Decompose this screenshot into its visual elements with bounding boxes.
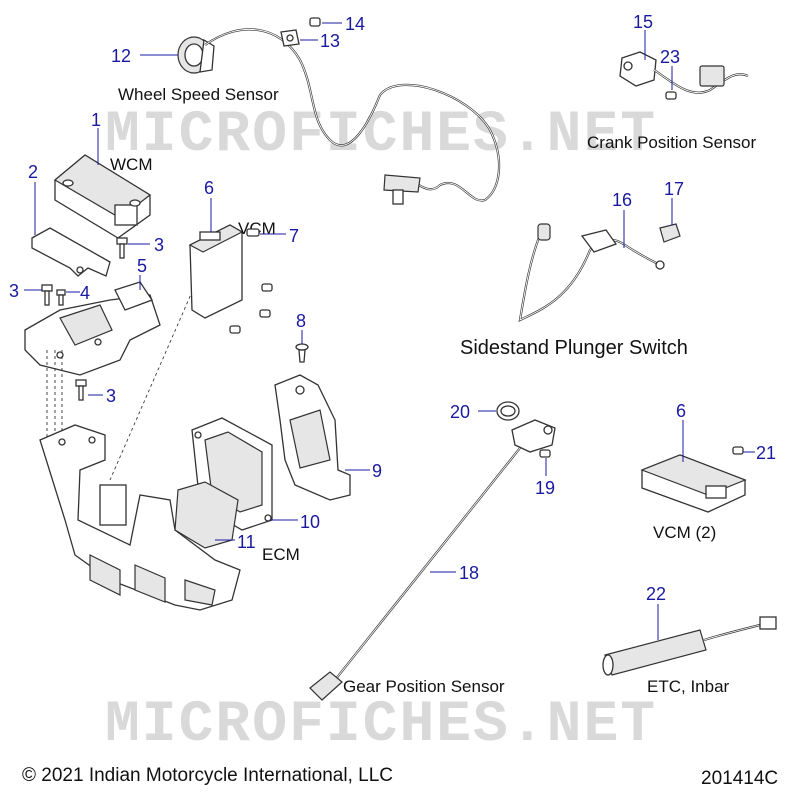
callout-2: 2: [28, 162, 38, 182]
screw-loose-c[interactable]: [229, 325, 241, 334]
screw-loose-a[interactable]: [261, 283, 273, 292]
wcm-module[interactable]: [53, 154, 152, 239]
screw-7[interactable]: [246, 228, 260, 237]
etc-inbar[interactable]: [602, 616, 777, 676]
label-gear-position-sensor: Gear Position Sensor: [343, 677, 505, 696]
callout-20: 20: [450, 402, 470, 422]
clip-13[interactable]: [280, 29, 300, 47]
callout-1: 1: [91, 110, 101, 130]
callout-4: 4: [80, 283, 90, 303]
watermark-bottom: MICROFICHES.NET: [105, 693, 657, 758]
ecm-tray[interactable]: [274, 374, 351, 501]
screw-3-left[interactable]: [41, 284, 53, 306]
callout-3-left: 3: [9, 281, 19, 301]
callout-8: 8: [296, 311, 306, 331]
callout-15: 15: [633, 12, 653, 32]
callout-13: 13: [320, 31, 340, 51]
callout-21: 21: [756, 443, 776, 463]
wcm-bracket[interactable]: [31, 227, 111, 277]
screw-21[interactable]: [732, 446, 744, 455]
screw-loose-b[interactable]: [259, 309, 271, 318]
callout-6-vcm2: 6: [676, 401, 686, 421]
copyright-text: © 2021 Indian Motorcycle International, …: [22, 765, 393, 786]
callout-3-upper: 3: [154, 235, 164, 255]
callout-17: 17: [664, 179, 684, 199]
callout-7: 7: [289, 226, 299, 246]
callout-22: 22: [646, 584, 666, 604]
mounting-bracket-5[interactable]: [24, 281, 161, 376]
callout-16: 16: [612, 190, 632, 210]
screw-4[interactable]: [56, 289, 66, 306]
callout-11: 11: [237, 532, 256, 552]
bolt-14[interactable]: [309, 17, 321, 27]
main-frame-bracket[interactable]: [39, 424, 241, 611]
callout-18: 18: [459, 563, 479, 583]
callout-10: 10: [300, 512, 320, 532]
screw-23[interactable]: [665, 91, 677, 100]
vcm-2-module[interactable]: [640, 454, 747, 513]
label-sidestand-plunger-switch: Sidestand Plunger Switch: [460, 337, 688, 359]
label-etc-inbar: ETC, Inbar: [647, 677, 730, 696]
label-crank-position-sensor: Crank Position Sensor: [587, 133, 756, 152]
connector-17[interactable]: [659, 223, 681, 243]
sidestand-plunger-switch[interactable]: [518, 223, 665, 322]
callout-19: 19: [535, 478, 555, 498]
callout-6: 6: [204, 178, 214, 198]
crank-position-sensor[interactable]: [619, 51, 749, 94]
label-vcm-2: VCM (2): [653, 523, 716, 542]
wheel-speed-sensor[interactable]: [177, 28, 501, 205]
callout-3-lower: 3: [106, 386, 116, 406]
push-pin-8[interactable]: [295, 343, 309, 363]
gear-position-sensor[interactable]: [309, 419, 556, 701]
o-ring-20[interactable]: [496, 401, 520, 421]
diagram-id: 201414C: [701, 768, 778, 789]
screw-3-lower[interactable]: [75, 379, 87, 401]
callout-23: 23: [660, 47, 680, 67]
watermark-top: MICROFICHES.NET: [105, 103, 657, 168]
callout-9: 9: [372, 461, 382, 481]
label-ecm: ECM: [262, 545, 300, 564]
label-wcm: WCM: [110, 155, 152, 174]
screw-19[interactable]: [539, 449, 551, 458]
callout-12: 12: [111, 46, 131, 66]
callout-14: 14: [345, 14, 365, 34]
callout-5: 5: [137, 256, 147, 276]
label-wheel-speed-sensor: Wheel Speed Sensor: [118, 85, 279, 104]
screw-3-upper[interactable]: [116, 237, 128, 259]
vcm-module[interactable]: [188, 224, 244, 319]
